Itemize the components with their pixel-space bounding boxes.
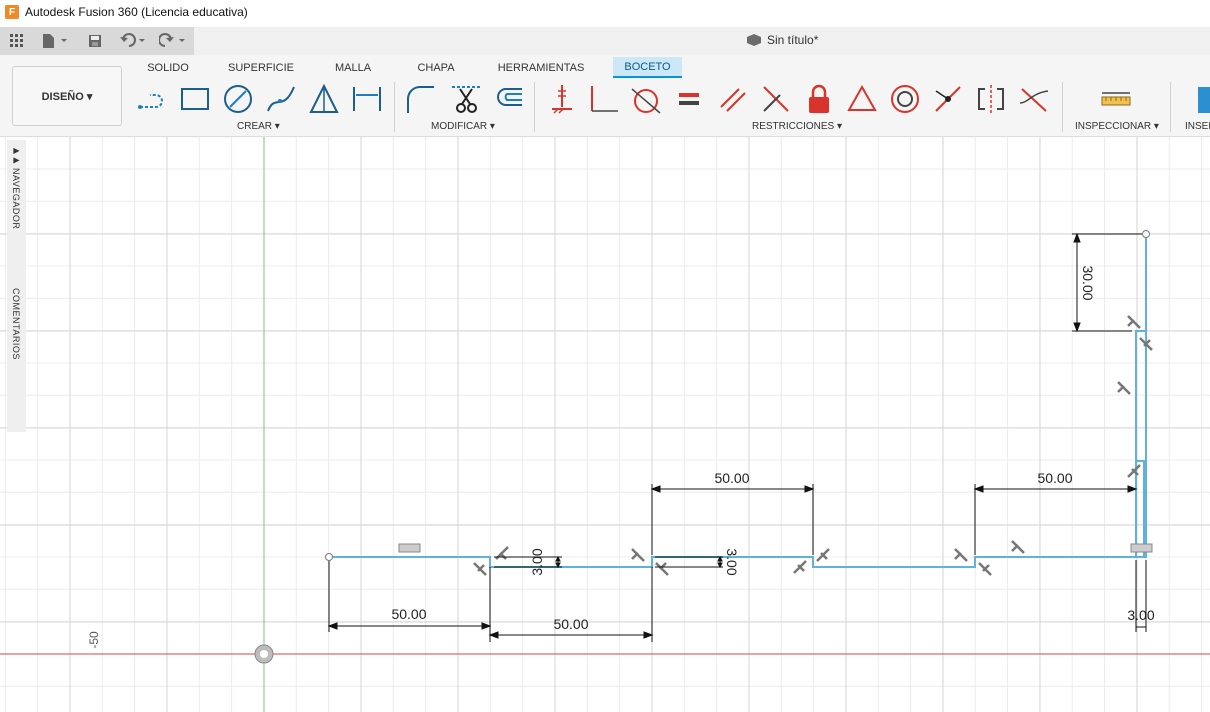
tab-chapa[interactable]: CHAPA	[417, 61, 455, 74]
horizontal-constraint-icon[interactable]	[398, 543, 1153, 553]
grid-icon[interactable]	[8, 31, 26, 51]
origin-center	[260, 650, 268, 658]
dim-3-middle[interactable]: 3.00	[724, 548, 740, 575]
dim-50-top-middle[interactable]: 50.00	[714, 470, 749, 486]
redo-icon[interactable]	[158, 31, 188, 51]
undo-icon[interactable]	[118, 31, 148, 51]
ribbon-separator	[1062, 82, 1063, 132]
sketch-endpoint[interactable]	[1142, 230, 1150, 238]
perpendicular-icon[interactable]	[759, 82, 793, 116]
coincident-icon[interactable]	[587, 82, 621, 116]
document-title[interactable]: Sin título*	[747, 33, 818, 47]
midpoint-icon[interactable]	[931, 82, 965, 116]
trim-icon[interactable]	[449, 82, 483, 116]
document-title-text: Sin título*	[767, 33, 819, 47]
tab-solido[interactable]: SOLIDO	[147, 61, 189, 74]
sketch-profile-right[interactable]	[1135, 460, 1145, 557]
circle-icon[interactable]	[221, 82, 255, 116]
parallel-icon[interactable]	[716, 82, 750, 116]
group-inspeccionar[interactable]: INSPECCIONAR ▾	[1075, 121, 1159, 132]
navegador-label: NAVEGADOR	[11, 168, 21, 230]
grid-major	[0, 137, 1210, 712]
tab-herramientas[interactable]: HERRAMIENTAS	[497, 61, 585, 74]
dim-3-right[interactable]: 3.00	[1127, 607, 1154, 623]
group-insertar[interactable]: INSER	[1185, 121, 1210, 132]
tangent-icon[interactable]	[629, 82, 663, 116]
group-modificar[interactable]: MODIFICAR ▾	[431, 121, 495, 132]
dim-50-bottom-left[interactable]: 50.00	[391, 606, 426, 622]
tab-boceto[interactable]: BOCETO	[613, 57, 682, 78]
ribbon-separator	[394, 82, 395, 132]
sketch-canvas[interactable]: 50.00 50.00 50.00 50.00 3.00 3.00 30.00 …	[0, 71, 1210, 712]
dim-50-bottom-middle[interactable]: 50.00	[553, 616, 588, 632]
sketch-endpoint[interactable]	[325, 553, 333, 561]
navegador-tab[interactable]: ▶▶ NAVEGADOR	[11, 146, 21, 229]
dim-50-top-right[interactable]: 50.00	[1037, 470, 1072, 486]
group-restricciones[interactable]: RESTRICCIONES ▾	[752, 121, 843, 132]
tab-malla[interactable]: MALLA	[334, 61, 372, 74]
symmetry-icon[interactable]	[974, 82, 1008, 116]
polygon-icon[interactable]	[307, 82, 341, 116]
offset-icon[interactable]	[491, 82, 525, 116]
axis-tick-label: -50	[87, 631, 101, 649]
dim-3-left[interactable]: 3.00	[529, 548, 545, 575]
sketch-profile[interactable]	[329, 234, 1147, 568]
fillet-icon[interactable]	[403, 82, 437, 116]
spline-icon[interactable]	[264, 82, 298, 116]
side-panel: ▶▶ NAVEGADOR COMENTARIOS	[7, 140, 26, 432]
curvature-icon[interactable]	[1017, 82, 1051, 116]
quick-access-group	[0, 27, 194, 55]
rectangle-icon[interactable]	[178, 82, 212, 116]
fix-lock-icon[interactable]	[802, 82, 836, 116]
title-bar: F Autodesk Fusion 360 (Licencia educativ…	[0, 0, 1210, 24]
grid-minor	[0, 71, 1210, 712]
workspace-switcher[interactable]: DISEÑO ▾	[12, 66, 122, 126]
constraint-glyphs[interactable]	[473, 315, 1153, 576]
triangle-icon[interactable]	[845, 82, 879, 116]
window-title: Autodesk Fusion 360 (Licencia educativa)	[25, 5, 248, 19]
equal-icon[interactable]	[672, 82, 706, 116]
quick-access-toolbar: Sin título*	[0, 27, 1210, 55]
file-icon[interactable]	[40, 31, 70, 51]
horizontal-vertical-icon[interactable]	[545, 82, 579, 116]
dimension-labels[interactable]: 50.00 50.00 50.00 50.00 3.00 3.00 30.00 …	[87, 265, 1155, 648]
comentarios-tab[interactable]: COMENTARIOS	[11, 288, 21, 360]
tab-superficie[interactable]: SUPERFICIE	[227, 61, 294, 74]
ribbon-separator	[534, 82, 535, 132]
insert-icon[interactable]	[1192, 82, 1210, 116]
ribbon: DISEÑO ▾ SOLIDO SUPERFICIE MALLA CHAPA H…	[0, 55, 1210, 137]
dim-30-vertical[interactable]: 30.00	[1080, 265, 1096, 300]
dimension-lines[interactable]	[327, 232, 1147, 642]
expand-icon: ▶▶	[12, 146, 21, 165]
measure-icon[interactable]	[1099, 82, 1133, 116]
dimension-icon[interactable]	[350, 82, 384, 116]
save-icon[interactable]	[86, 31, 104, 51]
fusion-logo-icon: F	[5, 5, 19, 19]
ribbon-separator	[1170, 82, 1171, 132]
group-crear[interactable]: CREAR ▾	[237, 121, 280, 132]
concentric-icon[interactable]	[888, 82, 922, 116]
sketch-svg: 50.00 50.00 50.00 50.00 3.00 3.00 30.00 …	[0, 71, 1210, 712]
line-icon[interactable]	[135, 82, 169, 116]
document-cube-icon	[747, 34, 761, 46]
